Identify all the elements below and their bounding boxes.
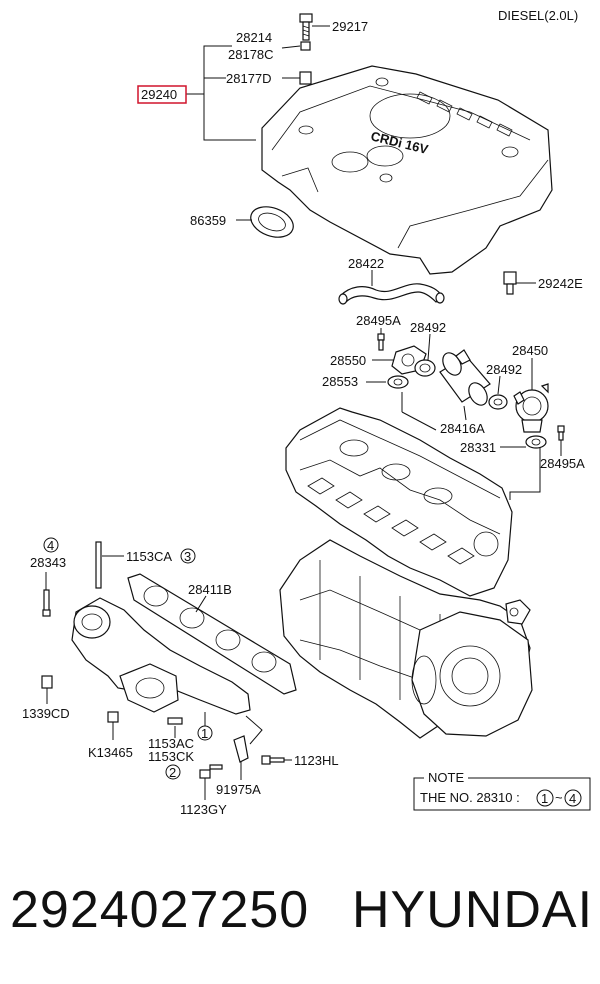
callout-28177d: 28177D [226, 71, 272, 86]
engine-label: DIESEL(2.0L) [498, 8, 578, 23]
circled-ref-2 [165, 764, 181, 780]
nut-k13465[interactable] [107, 711, 119, 723]
circled-ref-1-text: 1 [201, 726, 208, 741]
stud-1153ca[interactable] [95, 541, 102, 589]
callout-29240[interactable]: 29240 [141, 87, 177, 102]
callout-29242e: 29242E [538, 276, 583, 291]
gasket-28331[interactable] [525, 435, 547, 449]
note-range-end: 4 [569, 791, 576, 806]
callout-86359: 86359 [190, 213, 226, 228]
callout-1123gy: 1123GY [180, 802, 227, 817]
nut-28177d[interactable] [299, 71, 312, 85]
gasket-86359[interactable] [247, 201, 298, 242]
callout-28214: 28214 [236, 30, 272, 45]
bolt-28495a-right[interactable] [557, 425, 565, 441]
callout-28553: 28553 [322, 374, 358, 389]
engine-cover[interactable]: CRDi 16V [261, 65, 553, 275]
callout-29217: 29217 [332, 19, 368, 34]
callout-28411b: 28411B [188, 582, 232, 597]
callout-k13465: K13465 [88, 745, 133, 760]
callout-28422: 28422 [348, 256, 384, 271]
callout-1339cd: 1339CD [22, 706, 70, 721]
callout-28492-right: 28492 [486, 362, 522, 377]
circled-ref-4-text: 4 [47, 538, 54, 553]
note-range-sep: ~ [555, 790, 563, 805]
callout-91975a: 91975A [216, 782, 261, 797]
callout-28343: 28343 [30, 555, 66, 570]
manifold-gasket-28411b[interactable] [127, 573, 297, 695]
circled-ref-4 [43, 537, 59, 553]
callout-28450: 28450 [512, 343, 548, 358]
callout-28550: 28550 [330, 353, 366, 368]
engine-block[interactable] [279, 407, 533, 739]
parts-diagram: DIESEL(2.0L) CRDi 16V 29217 28214 28178C… [22, 8, 591, 817]
egr-valve-28450[interactable] [513, 383, 549, 433]
grommet-28178c[interactable] [300, 41, 311, 51]
part-number: 2924027250 [10, 881, 310, 939]
grommet-29242e[interactable] [503, 271, 517, 295]
callout-28331: 28331 [460, 440, 496, 455]
hose-28422[interactable] [338, 283, 445, 305]
note-box: NOTE THE NO. 28310 : 1 ~ 4 [413, 770, 591, 811]
highlight-box-29240 [137, 85, 187, 104]
note-text: THE NO. 28310 : [420, 790, 520, 805]
exhaust-manifold[interactable] [71, 597, 251, 715]
callout-28492-left: 28492 [410, 320, 446, 335]
stud-28343[interactable] [42, 589, 51, 617]
circled-ref-2-text: 2 [169, 765, 176, 780]
bracket-91975a[interactable] [233, 735, 249, 763]
callout-1153ck: 1153CK [148, 749, 194, 764]
circled-ref-3 [180, 548, 196, 564]
callout-28495a-top: 28495A [356, 313, 401, 328]
note-range-start: 1 [541, 791, 548, 806]
stud-1153ac[interactable] [167, 717, 183, 725]
note-title: NOTE [428, 770, 464, 785]
callout-28495a-right: 28495A [540, 456, 585, 471]
note-range-end-circle [564, 789, 582, 807]
bolt-1123hl[interactable] [261, 755, 285, 765]
bolt-28495a-top[interactable] [377, 333, 385, 351]
callout-1153ca: 1153CA [126, 549, 172, 564]
gasket-28492-left[interactable] [414, 359, 436, 377]
nut-1339cd[interactable] [41, 675, 53, 689]
bolt-29217[interactable] [299, 13, 313, 41]
bolt-1123gy[interactable] [199, 764, 223, 779]
callout-1123hl: 1123HL [294, 753, 339, 768]
gasket-28492-right[interactable] [488, 394, 508, 410]
egr-pipe-28416a[interactable] [439, 349, 491, 409]
gasket-28553[interactable] [387, 375, 409, 389]
callout-1153ac: 1153AC [148, 736, 194, 751]
brand-name: HYUNDAI [352, 881, 594, 939]
callout-28416a: 28416A [440, 421, 485, 436]
circled-ref-3-text: 3 [184, 549, 191, 564]
note-range-start-circle [536, 789, 554, 807]
callout-28178c: 28178C [228, 47, 274, 62]
